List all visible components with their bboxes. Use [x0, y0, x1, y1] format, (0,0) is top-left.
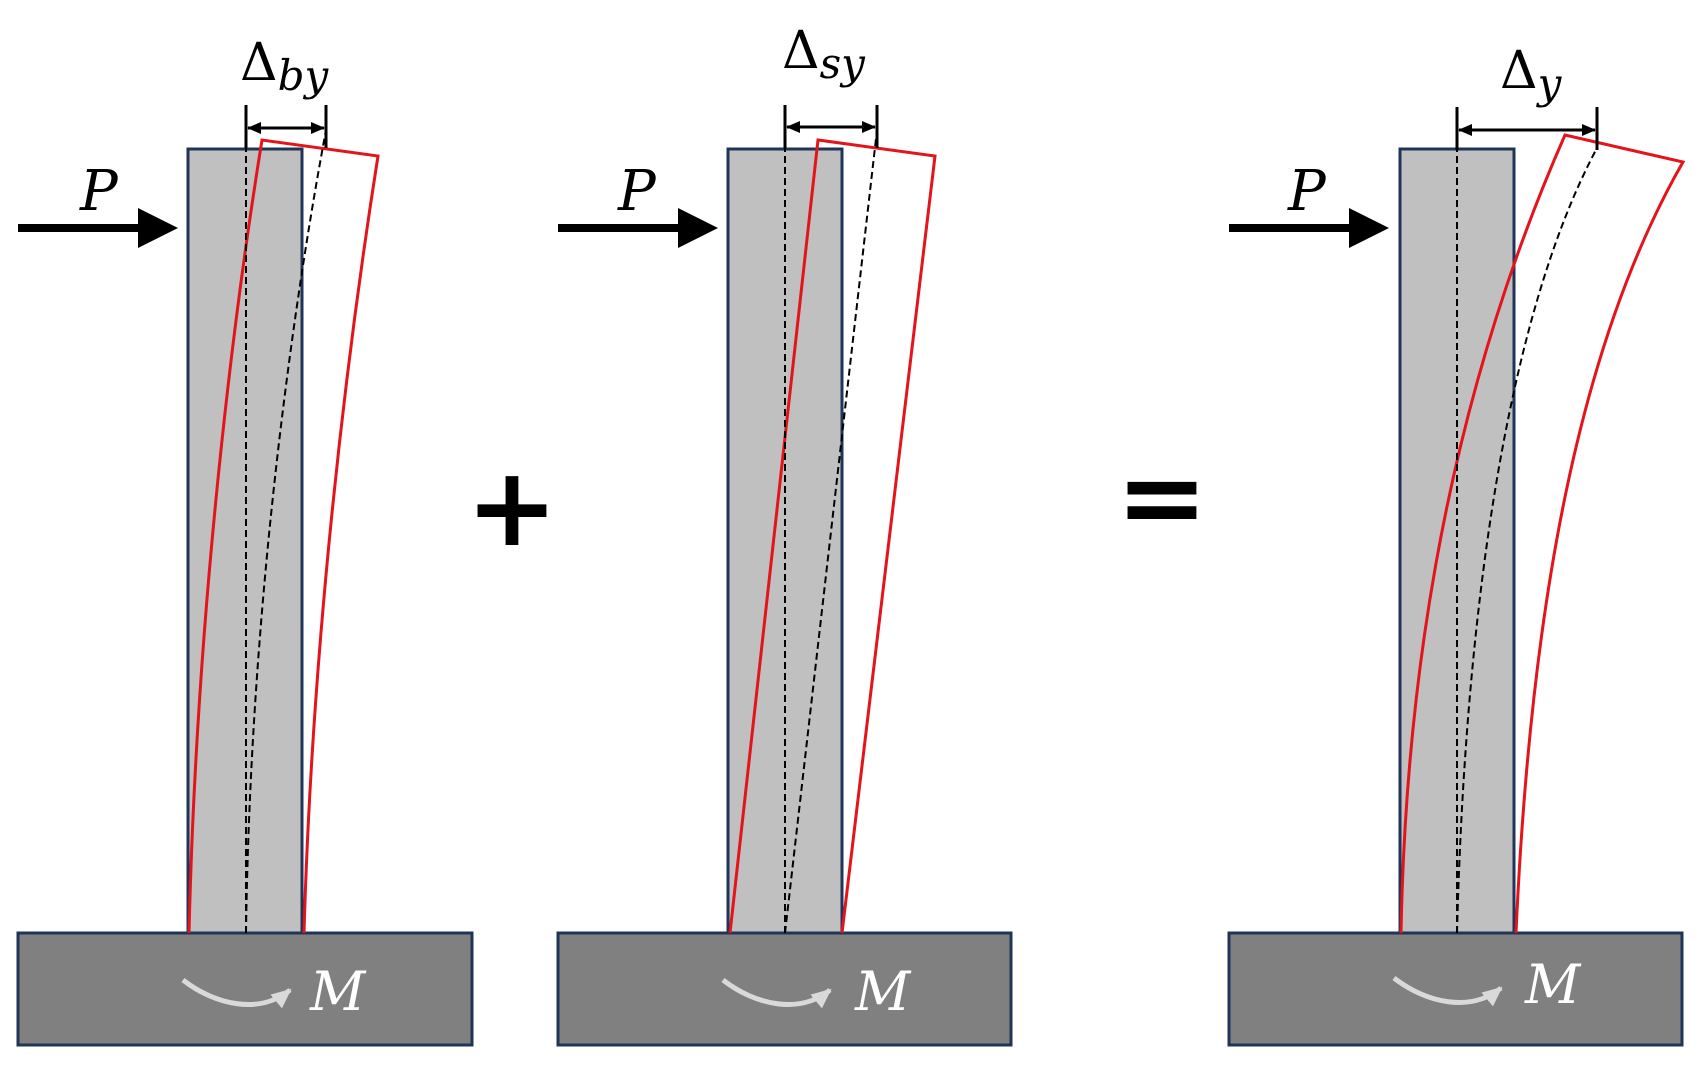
delta-label: Δy [1500, 41, 1563, 108]
load-arrow-head [678, 208, 718, 248]
moment-arrow [721, 978, 832, 1009]
deflected-centerline [784, 129, 878, 934]
foundation-base [1227, 931, 1684, 1047]
load-label: P [617, 159, 657, 224]
deflected-centerline [1456, 147, 1598, 934]
panel-shear: Δsy P M [556, 21, 1013, 1047]
delta-symbol: Δ [240, 33, 278, 93]
delta-symbol: Δ [782, 21, 820, 81]
moment-arrow [1392, 976, 1503, 1007]
delta-symbol: Δ [1500, 41, 1538, 101]
plus-operator: + [466, 443, 558, 571]
delta-label: Δsy [782, 21, 866, 88]
deflected-centerline [245, 129, 327, 934]
deformed-column-outline [1399, 133, 1686, 934]
panel-flexural: Δby P M [16, 33, 474, 1047]
moment-label: M [1524, 953, 1582, 1016]
delta-subscript: sy [820, 39, 867, 88]
moment-label: M [309, 960, 367, 1023]
load-label: P [1287, 159, 1327, 224]
load-arrow-head [138, 208, 178, 248]
deformed-column-outline [187, 138, 380, 934]
delta-label: Δby [240, 33, 329, 100]
delta-subscript: by [278, 51, 330, 100]
panel-total: Δy P M [1227, 41, 1686, 1047]
moment-label: M [854, 960, 912, 1023]
foundation-base [16, 931, 474, 1047]
delta-subscript: y [1536, 59, 1563, 108]
equals-operator: = [1116, 433, 1208, 561]
load-label: P [79, 159, 119, 224]
foundation-base [556, 931, 1013, 1047]
load-arrow-head [1349, 208, 1389, 248]
moment-arrow [181, 978, 292, 1009]
